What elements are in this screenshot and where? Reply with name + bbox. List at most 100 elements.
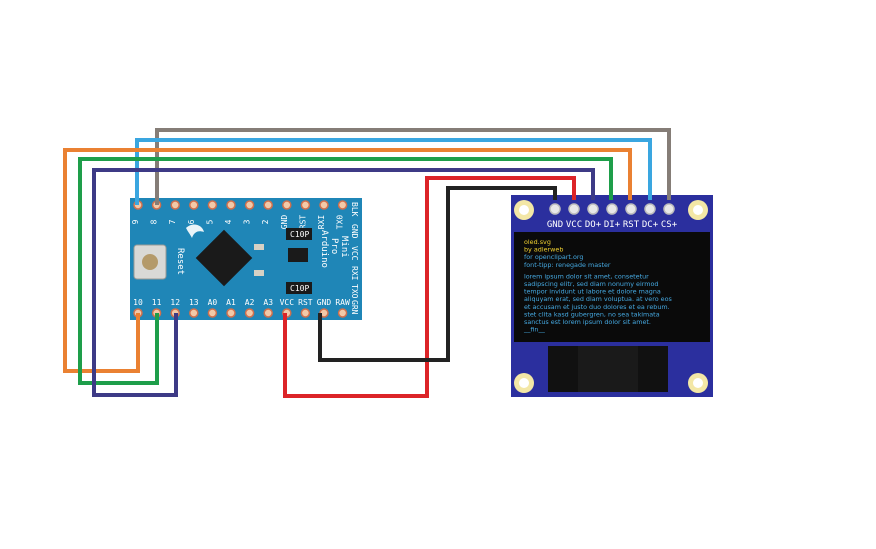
oled-pin-label: DO+ <box>585 220 602 230</box>
arduino-top-pin <box>300 200 311 210</box>
arduino-bottom-pin <box>207 308 218 318</box>
led-2 <box>254 270 264 276</box>
regulator <box>288 248 308 262</box>
screen-line-body: sanctus est lorem ipsum dolor sit amet. <box>524 318 651 326</box>
arduino-top-pin <box>337 200 348 210</box>
arduino-top-pin <box>263 200 273 210</box>
wire-green-pin11-di <box>78 157 613 385</box>
arduino-bottom-pin <box>300 308 311 318</box>
wire-black-gnd <box>318 186 557 362</box>
arduino-top-pin <box>207 200 218 210</box>
screen-line-body: sadipscing elitr, sed diam nonumy eirmod <box>524 280 658 288</box>
wire-gray-pin8-cs <box>155 128 671 205</box>
arduino-top-pin-label: RST <box>298 215 307 230</box>
oled-pin <box>568 203 580 215</box>
oled-pin <box>549 203 561 215</box>
oled-pin-label: VCC <box>566 220 582 230</box>
arduino-top-pin <box>244 200 255 210</box>
reset-button-cap <box>142 254 158 270</box>
arduino-top-pin-label: 5 <box>205 219 214 224</box>
screen-line-body: et accusam et justo duo dolores et ea re… <box>524 303 670 311</box>
arduino-bottom-pin-label: VCC <box>280 298 295 307</box>
arduino-top-pin <box>170 200 180 210</box>
arduino-bottom-pin <box>337 308 348 318</box>
oled-screen <box>514 232 710 342</box>
wire-red-vcc <box>283 176 576 398</box>
arduino-bottom-pin-label: RAW <box>335 298 350 307</box>
wire-blue-pin9-dc <box>135 138 652 205</box>
wire-orange-pin10-rst <box>63 148 632 373</box>
arduino-top-pin-label: 6 <box>187 219 196 224</box>
arduino-bottom-pin-label: 13 <box>189 298 199 307</box>
arduino-top-pin-label: 9 <box>131 219 140 224</box>
arduino-top-pin-label: GND <box>280 215 289 230</box>
arduino-top-pin-label: 4 <box>224 219 233 224</box>
arduino-bottom-pin-label: A3 <box>263 298 273 307</box>
arduino-bottom-pin <box>189 308 199 318</box>
wire-purple-pin12-do <box>92 168 595 397</box>
arduino-bottom-pin-label: A2 <box>245 298 255 307</box>
arduino-top-pin-labels: 9 8 7 6 5 4 3 2 GND RST RXI TX0 <box>131 215 345 230</box>
oled-pin <box>606 203 618 215</box>
arduino-top-pin-label: 7 <box>168 219 177 224</box>
board-name-line1: Arduino <box>319 230 329 268</box>
arduino-bottom-pin <box>244 308 255 318</box>
arduino-bottom-pin-label: 11 <box>152 298 162 307</box>
wires <box>63 128 671 398</box>
capacitor-1 <box>286 228 312 240</box>
screen-line-header: font-tipp: renegade master <box>524 261 611 269</box>
screen-line-body: tempor invidunt ut labore et dolore magn… <box>524 288 661 296</box>
arduino-bottom-pin-label: A1 <box>226 298 236 307</box>
capacitor-2 <box>286 282 312 294</box>
oled-pin-label: DI+ <box>604 220 621 230</box>
arduino-bottom-pin-label: 12 <box>170 298 180 307</box>
right-label-vcc: VCC <box>350 246 359 261</box>
screen-line-header: for openclipart.org <box>524 253 583 261</box>
arduino-bottom-pin-label: RST <box>298 298 313 307</box>
arduino-bottom-pin <box>226 308 236 318</box>
oled-pin <box>587 203 599 215</box>
logo-icon <box>186 224 204 238</box>
screen-line-body: __fin__ <box>523 326 546 334</box>
screen-line-yellow: by adlerweb <box>524 246 563 254</box>
arduino-bottom-pin-holes <box>133 308 348 318</box>
arduino-top-pin <box>226 200 236 210</box>
arduino-bottom-pin-label: 10 <box>133 298 143 307</box>
board-name-line3: Mini <box>339 236 349 258</box>
screen-line-body: lorem ipsum dolor sit amet, consetetur <box>524 272 649 280</box>
screen-line-body: aliquyam erat, sed diam voluptua. at ver… <box>524 295 672 303</box>
right-label-txo: TXO <box>350 284 359 299</box>
oled-pin-label: GND <box>547 220 563 230</box>
arduino-bottom-pin-label: A0 <box>208 298 218 307</box>
right-label-grn: GRN <box>350 300 359 315</box>
right-label-blk: BLK <box>350 202 359 217</box>
arduino-top-pin <box>282 200 292 210</box>
oled-pin-label: RST <box>623 220 640 230</box>
arduino-top-pin-label: RXI <box>317 215 326 230</box>
right-label-gnd: GND <box>350 224 359 239</box>
arduino-bottom-pin-label: GND <box>317 298 332 307</box>
arduino-top-pin <box>319 200 329 210</box>
arduino-top-pin-label: 3 <box>243 219 252 224</box>
oled-pin <box>625 203 637 215</box>
screen-line-body: stet clita kasd gubergren, no sea takima… <box>524 310 660 318</box>
arduino-top-pin-label: 2 <box>261 219 270 224</box>
right-label-rxi: RXI <box>350 266 359 281</box>
reset-label: Reset <box>175 248 185 275</box>
screen-line-yellow: oled.svg <box>524 238 551 246</box>
oled-pin-label: DC+ <box>642 220 659 230</box>
oled-pin <box>663 203 675 215</box>
capacitor-2-label: C10P <box>290 284 309 293</box>
oled-pin-label: CS+ <box>661 220 678 230</box>
oled-pin-holes <box>549 203 675 215</box>
arduino-top-pin-label: 8 <box>150 219 159 224</box>
arduino-top-pin-label: TX0 <box>336 215 345 230</box>
capacitor-1-label: C10P <box>290 230 309 239</box>
arduino-top-pin <box>189 200 199 210</box>
